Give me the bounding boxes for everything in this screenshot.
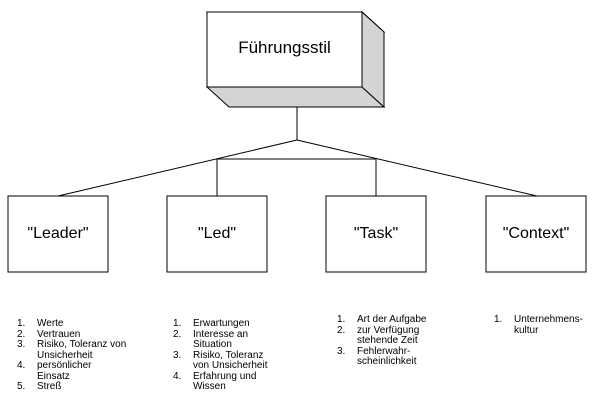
title-label: Führungsstil bbox=[238, 38, 331, 57]
list-item: 2.Interesse an Situation bbox=[173, 328, 249, 350]
connector-to-context bbox=[296, 139, 538, 197]
list-item: 3.Fehlerwahr-scheinlichkeit bbox=[337, 345, 417, 367]
leader-label: "Leader" bbox=[27, 225, 89, 242]
connector-to-leader bbox=[57, 139, 298, 197]
task-label: "Task" bbox=[353, 225, 399, 242]
led-box bbox=[166, 195, 268, 273]
connector-lines bbox=[57, 107, 538, 197]
title-box-shading bbox=[361, 10, 385, 109]
factor-boxes bbox=[7, 195, 587, 273]
task-box bbox=[325, 195, 427, 273]
led-label: "Led" bbox=[197, 225, 237, 242]
list-item: 4.persönlicher Einsatz bbox=[17, 360, 92, 382]
title-box bbox=[205, 10, 386, 109]
led-factors-list: 1.Erwartungen 2.Interesse an Situation 3… bbox=[173, 318, 273, 393]
list-item: 1.Erwartungen bbox=[173, 318, 250, 329]
list-item: 1.Art der Aufgabe bbox=[337, 314, 427, 325]
list-item: 2.zur Verfügung stehende Zeit bbox=[337, 324, 420, 346]
list-item: 1.Werte bbox=[17, 318, 64, 329]
list-item: 3.Risiko, Toleranz von Unsicherheit bbox=[173, 349, 268, 371]
context-label: "Context" bbox=[502, 225, 570, 242]
list-item: 2.Vertrauen bbox=[17, 328, 81, 340]
title-box-front-face bbox=[206, 11, 363, 88]
list-item: 1.Unternehmens-kultur bbox=[494, 314, 583, 336]
title-box-bottom-face bbox=[205, 86, 386, 108]
list-item: 4.Erfahrung und Wissen bbox=[173, 370, 257, 392]
context-box bbox=[485, 195, 587, 273]
leader-box bbox=[7, 195, 109, 273]
list-item: 3.Risiko, Toleranz von Unsicherheit bbox=[17, 339, 127, 361]
context-factors-list: 1.Unternehmens-kultur bbox=[494, 314, 594, 336]
leader-factors-list: 1.Werte 2.Vertrauen 3.Risiko, Toleranz v… bbox=[17, 318, 127, 393]
list-item: 5.Streß bbox=[17, 381, 62, 392]
task-factors-list: 1.Art der Aufgabe 2.zur Verfügung stehen… bbox=[337, 314, 442, 368]
